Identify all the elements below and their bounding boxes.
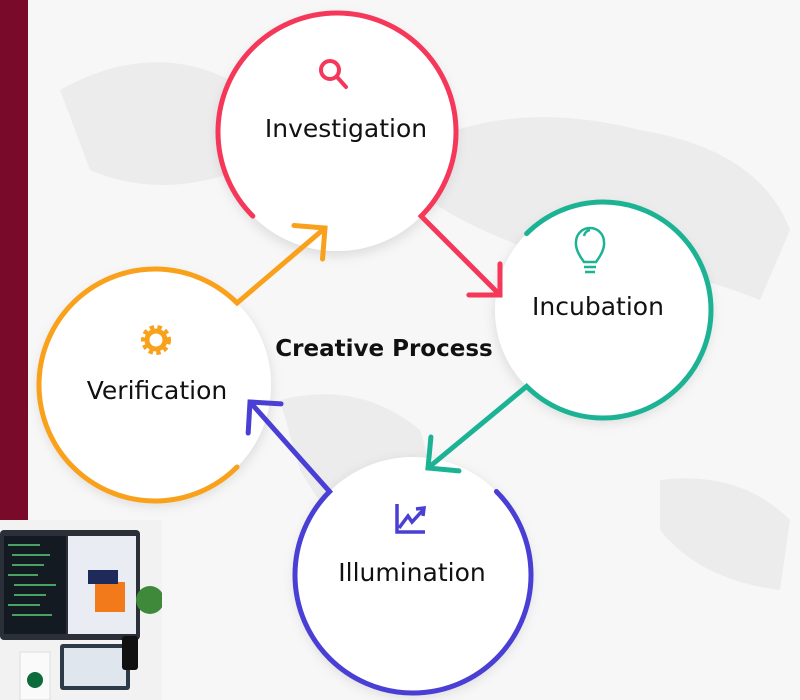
investigation-arrow-head [466, 261, 503, 298]
stage-label-illumination: Illumination [338, 558, 486, 587]
accent-bar [0, 0, 28, 520]
verification-ring [36, 225, 328, 504]
workspace-photo [0, 520, 162, 700]
stage-label-investigation: Investigation [264, 114, 428, 143]
incubation-arrow-head [425, 434, 462, 474]
stage-label-verification: Verification [86, 376, 228, 405]
diagram-title: Creative Process [275, 336, 493, 362]
incubation-ring [425, 199, 714, 471]
stage-label-incubation: Incubation [532, 292, 664, 321]
illumination-circle [295, 457, 531, 693]
investigation-ring [215, 10, 503, 298]
incubation-circle [495, 202, 711, 418]
investigation-circle [218, 13, 456, 251]
illumination-arrow-head [245, 399, 284, 436]
verification-circle [39, 269, 271, 501]
verification-arrow-head [291, 223, 328, 262]
illumination-ring [247, 399, 534, 696]
